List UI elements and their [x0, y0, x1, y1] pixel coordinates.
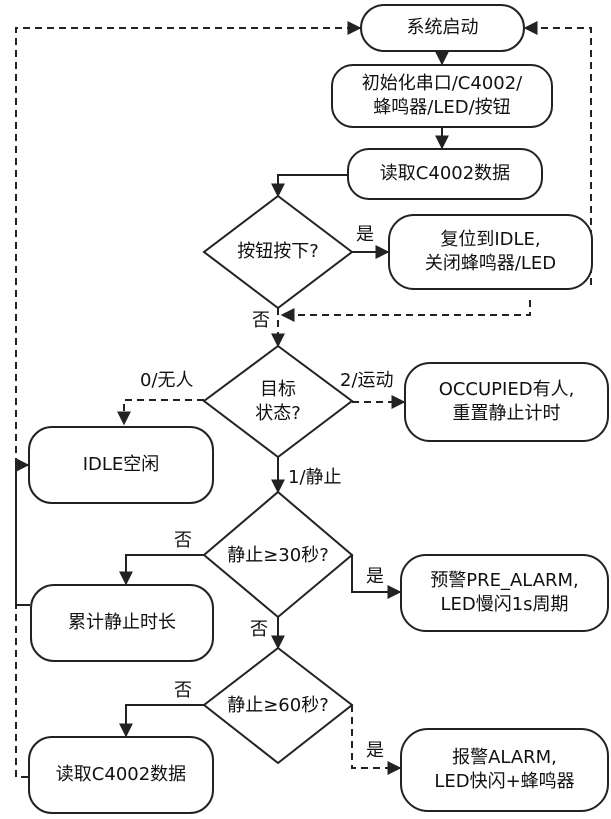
decision-state-text: 目标 状态? — [255, 379, 301, 424]
occupied-node: OCCUPIED有人, 重置静止计时 — [404, 362, 609, 442]
read-data-node-bottom: 读取C4002数据 — [28, 736, 214, 814]
decision-60-text: 静止≥60秒? — [227, 695, 329, 716]
edge-30-no — [119, 554, 204, 586]
decision-30-text: 静止≥30秒? — [227, 545, 329, 566]
edge-state-none — [117, 399, 204, 426]
start-node: 系统启动 — [360, 4, 525, 52]
edge-60-no — [119, 704, 204, 738]
label-yes-30: 是 — [366, 566, 384, 587]
label-state-motion: 2/运动 — [340, 370, 394, 391]
label-no-30-down: 否 — [250, 619, 268, 640]
reset-node: 复位到IDLE, 关闭蜂鸣器/LED — [388, 214, 593, 290]
init-node: 初始化串口/C4002/ 蜂鸣器/LED/按钮 — [331, 64, 553, 128]
edge-reset-back — [280, 300, 531, 322]
accumulate-node: 累计静止时长 — [30, 584, 214, 662]
label-state-none: 0/无人 — [140, 370, 194, 391]
label-no-button: 否 — [252, 310, 270, 331]
edge-60-yes — [351, 705, 402, 775]
pre-alarm-node: 预警PRE_ALARM, LED慢闪1s周期 — [400, 554, 609, 632]
edge-30-yes — [351, 555, 402, 599]
label-yes-60: 是 — [366, 740, 384, 761]
label-no-30: 否 — [174, 530, 192, 551]
edge-read-button — [271, 174, 347, 198]
decision-button-text: 按钮按下? — [237, 241, 319, 262]
alarm-node: 报警ALARM, LED快闪+蜂鸣器 — [400, 728, 609, 812]
read-data-node-top: 读取C4002数据 — [347, 148, 543, 200]
label-state-still: 1/静止 — [288, 467, 342, 488]
decision-60-diamond — [202, 646, 354, 765]
label-no-60: 否 — [174, 680, 192, 701]
edge-reset-return — [523, 21, 592, 285]
idle-node: IDLE空闲 — [28, 426, 214, 504]
label-yes-button: 是 — [356, 224, 374, 245]
decision-state-diamond — [202, 344, 354, 459]
decision-button-diamond — [202, 194, 354, 310]
edge-loop-top — [15, 21, 362, 778]
decision-30-diamond — [202, 490, 354, 619]
